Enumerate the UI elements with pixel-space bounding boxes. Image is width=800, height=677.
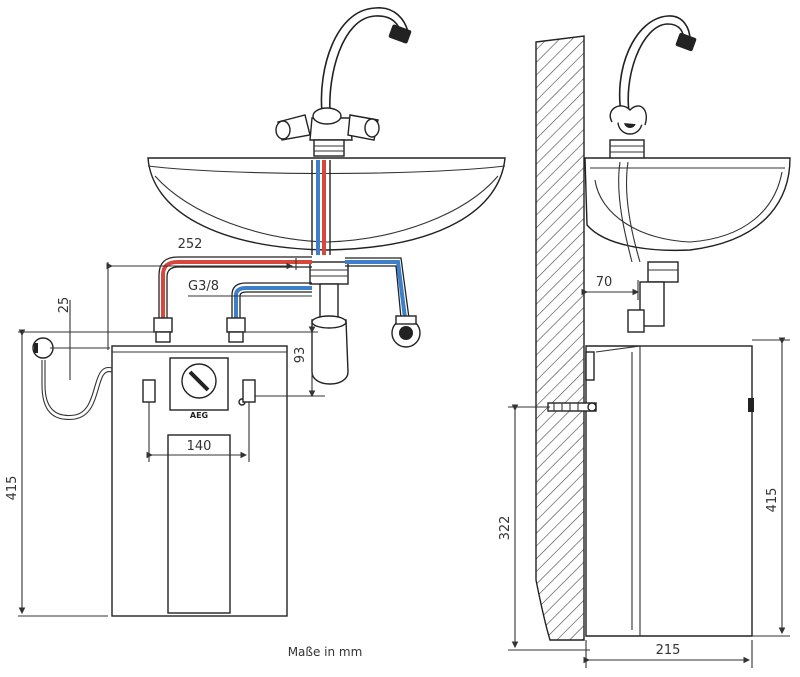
dim-unit-height-front: 415 [5,476,20,501]
units-caption: Maße in mm [288,645,363,659]
dim-thread: G3/8 [188,279,219,294]
brand-label: AEG [190,411,208,420]
wall-screw [547,402,597,412]
dim-mount-height: 322 [498,516,513,541]
dim-unit-height-side: 415 [765,488,780,513]
dim-bracket-width: 140 [187,439,212,454]
front-dimensions: 252 G3/8 25 93 415 140 [5,237,325,617]
water-heater-front: AEG [111,345,288,617]
side-dimensions: 70 322 415 215 [498,275,790,668]
drain-side [627,261,679,333]
water-heater-side [547,345,754,637]
washbasin-side [584,157,791,263]
hot-pipe-front [153,256,312,343]
faucet-front [275,7,412,157]
power-cable-front [32,337,113,420]
wall-section [535,35,585,641]
faucet-side [609,15,697,163]
dim-wall-distance: 70 [596,275,613,290]
dim-trap: 93 [293,347,308,364]
supply-pipes-front [311,160,331,255]
side-view: 70 322 415 215 [498,15,791,668]
dim-connection-height: 25 [57,297,72,314]
dim-unit-depth: 215 [656,643,681,658]
front-view: AEG 252 G3/8 25 [5,7,506,617]
drain-trap-front [309,257,421,385]
dim-pipe-length: 252 [178,237,203,252]
